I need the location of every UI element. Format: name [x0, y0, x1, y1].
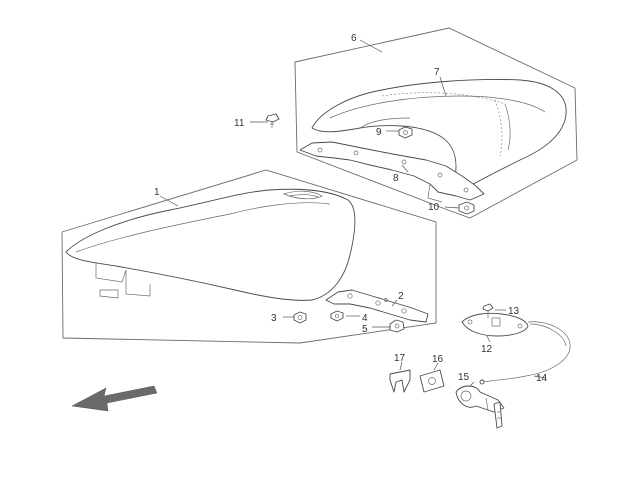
callout-13: 13 — [508, 306, 520, 317]
callout-2: 2 — [398, 291, 404, 302]
callout-7: 7 — [434, 67, 440, 78]
callout-12: 12 — [481, 344, 493, 355]
nut-9 — [398, 126, 413, 139]
callout-4: 4 — [362, 313, 368, 324]
front-direction-arrow-icon — [71, 385, 158, 412]
lock-clip-17 — [389, 369, 411, 393]
callout-11: 11 — [234, 118, 245, 129]
screw-13 — [482, 303, 494, 318]
cushion-10 — [458, 201, 475, 215]
callout-9: 9 — [376, 127, 382, 138]
lock-cable-14 — [479, 321, 571, 385]
callout-3: 3 — [271, 313, 277, 324]
callout-1: 1 — [154, 187, 160, 198]
callout-labels: 6 7 11 9 8 10 1 2 3 4 5 13 12 14 15 16 1… — [154, 33, 548, 384]
callout-8: 8 — [393, 173, 399, 184]
main-seat-bracket — [325, 289, 429, 323]
lock-cylinder-15 — [455, 385, 505, 429]
nut-3 — [293, 311, 307, 324]
callout-17: 17 — [394, 353, 406, 364]
main-seat-group — [61, 169, 437, 344]
bolt-11 — [265, 113, 280, 128]
passenger-seat-group-frame — [294, 27, 578, 219]
callout-6: 6 — [351, 33, 357, 44]
passenger-seat-cushion — [311, 79, 567, 197]
passenger-seat-group — [265, 27, 578, 219]
callout-5: 5 — [362, 324, 368, 335]
callout-15: 15 — [458, 372, 470, 383]
lock-base-12 — [461, 312, 529, 337]
bushing-5 — [389, 319, 405, 333]
passenger-seat-bracket — [299, 141, 485, 203]
callout-10: 10 — [428, 202, 440, 213]
leader-lines — [159, 39, 547, 387]
callout-14: 14 — [536, 373, 548, 384]
callout-16: 16 — [432, 354, 444, 365]
main-seat-cushion — [65, 188, 356, 301]
washer-4 — [330, 310, 344, 322]
seat-lock-assembly — [389, 303, 571, 429]
lock-plate-16 — [419, 369, 445, 393]
main-seat-group-frame — [61, 169, 437, 344]
